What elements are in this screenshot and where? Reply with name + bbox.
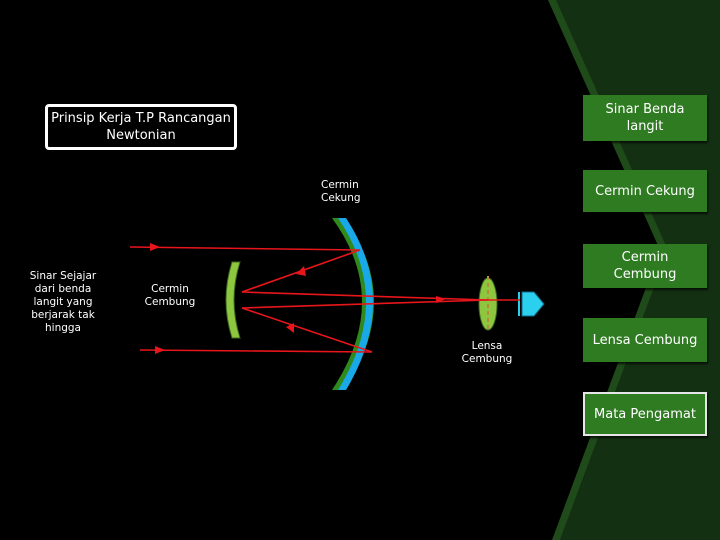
arrow-refl-top xyxy=(296,266,306,276)
diagram-title: Prinsip Kerja T.P Rancangan Newtonian xyxy=(45,104,237,150)
cermin-cekung-button[interactable]: Cermin Cekung xyxy=(583,170,707,212)
convex-mirror xyxy=(225,261,241,339)
sinar-benda-langit-button[interactable]: Sinar Benda langit xyxy=(583,95,707,141)
ray-arrows xyxy=(150,243,446,354)
arrow-out xyxy=(436,296,446,303)
secondary-reflect-bottom xyxy=(241,299,489,309)
eye-icon xyxy=(521,291,545,317)
concave-mirror-surface xyxy=(338,218,373,390)
arrow-in-top xyxy=(150,243,160,251)
arrow-refl-bottom xyxy=(286,323,294,333)
cermin-cekung-label: Cermin Cekung xyxy=(321,179,361,204)
sinar-sejajar-label: Sinar Sejajar dari benda langit yang ber… xyxy=(29,270,97,334)
cermin-cembung-button[interactable]: Cermin Cembung xyxy=(583,244,707,288)
reflected-ray-bottom xyxy=(241,307,373,353)
incoming-ray-bottom xyxy=(139,349,373,353)
cermin-cembung-label: Cermin Cembung xyxy=(144,283,196,308)
incoming-ray-top xyxy=(129,246,361,251)
arrow-in-bottom xyxy=(155,346,165,354)
mata-pengamat-button[interactable]: Mata Pengamat xyxy=(583,392,707,436)
lensa-cembung-button[interactable]: Lensa Cembung xyxy=(583,318,707,362)
secondary-reflect-top xyxy=(241,291,489,301)
lensa-cembung-label: Lensa Cembung xyxy=(461,340,513,365)
